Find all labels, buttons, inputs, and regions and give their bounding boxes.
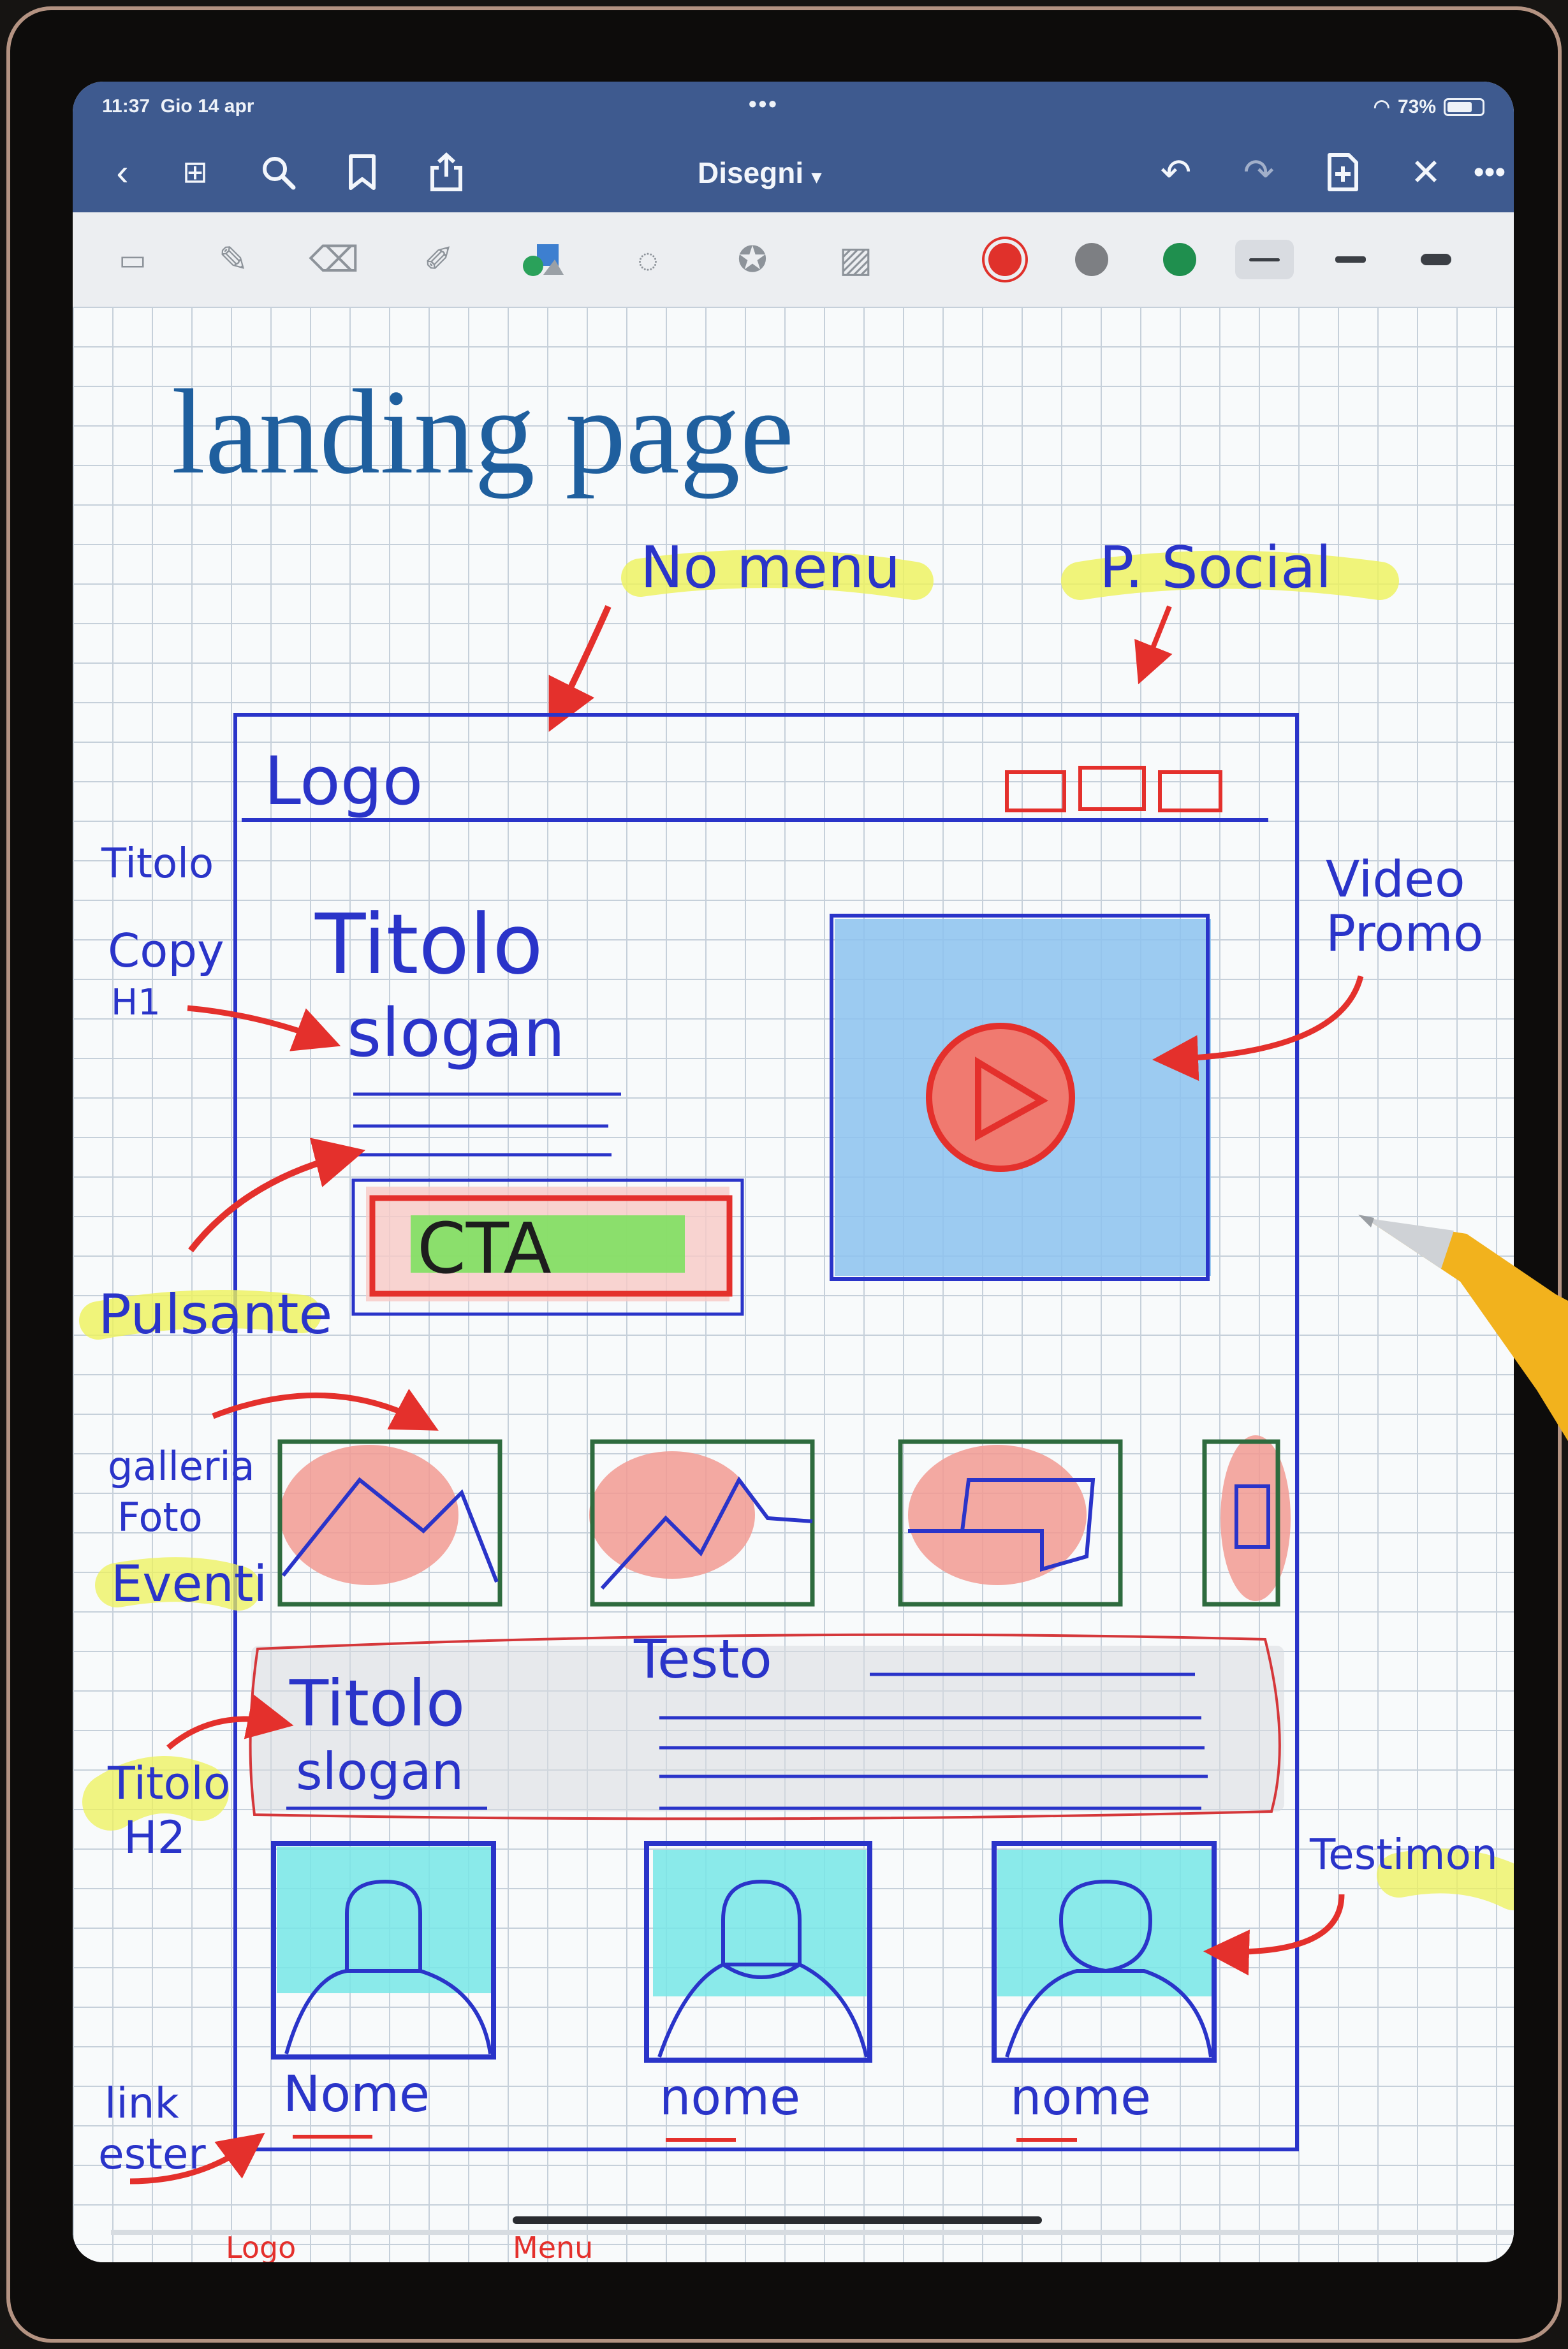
note-promo: Promo: [1326, 905, 1483, 963]
sketch-layer: landing page No menu P. Social Logo Tito…: [79, 365, 1514, 2262]
reader-mode-icon[interactable]: ▭: [119, 243, 147, 276]
note-bottom-logo: Logo: [226, 2230, 296, 2262]
back-icon[interactable]: ‹: [116, 151, 129, 193]
note-video: Video: [1326, 851, 1465, 909]
gallery-thumb-2: [589, 1439, 815, 1607]
cta-outline: [351, 1178, 744, 1316]
tablet-screen: 11:37 Gio 14 apr ••• ◠ 73% ‹ ⊞ Disegni ▾…: [73, 82, 1514, 2262]
note-h2: H2: [124, 1811, 186, 1864]
note-no-menu: No menu: [640, 534, 900, 601]
social-box-2: [1078, 766, 1146, 811]
hero-slogan: slogan: [347, 994, 565, 1072]
status-bar: 11:37 Gio 14 apr ••• ◠ 73%: [73, 82, 1514, 133]
cta-button: [369, 1195, 733, 1297]
drawing-canvas[interactable]: landing page No menu P. Social Logo Tito…: [73, 307, 1514, 2262]
h2-section-outline: [249, 1633, 1281, 1820]
note-foto: Foto: [117, 1494, 203, 1540]
sticker-icon[interactable]: ✪: [737, 239, 768, 279]
note-galleria: galleria: [108, 1443, 255, 1489]
battery-percent: 73%: [1397, 96, 1436, 117]
wifi-icon: ◠: [1373, 96, 1390, 117]
social-box-1: [1005, 770, 1066, 812]
note-titolo-left: Titolo: [101, 840, 214, 888]
note-pulsante: Pulsante: [98, 1283, 332, 1347]
gallery-thumb-1: [277, 1439, 502, 1607]
stroke-thin[interactable]: [1235, 240, 1294, 279]
note-p-social: P. Social: [1099, 534, 1331, 601]
stroke-medium[interactable]: [1321, 240, 1380, 279]
status-right: ◠ 73%: [1374, 96, 1484, 118]
search-icon[interactable]: [253, 147, 304, 198]
h2-title: Titolo: [289, 1666, 465, 1741]
color-swatch-green[interactable]: [1163, 243, 1196, 276]
redo-icon[interactable]: ↷: [1243, 152, 1275, 193]
battery-level: [1447, 101, 1472, 112]
share-icon[interactable]: [421, 147, 472, 198]
multitasking-dots[interactable]: •••: [749, 91, 779, 117]
document-title[interactable]: Disegni ▾: [698, 156, 821, 189]
color-swatch-gray[interactable]: [1075, 243, 1108, 276]
drawing-toolbar: ▭ ✎ ⌫ ✐ ◌ ✪ ▨: [73, 212, 1514, 309]
note-eventi: Eventi: [111, 1556, 267, 1613]
testimonial-name-2: nome: [659, 2069, 800, 2126]
gallery-thumb-4: [1202, 1435, 1291, 1607]
note-ester: ester: [98, 2130, 206, 2179]
testimonial-name-1: Nome: [283, 2066, 430, 2123]
status-time: 11:37 Gio 14 apr: [102, 96, 254, 117]
color-swatch-red[interactable]: [988, 243, 1022, 276]
play-circle: [926, 1023, 1075, 1172]
nav-bar: ‹ ⊞ Disegni ▾ ↶ ↷ ✕ •••: [73, 133, 1514, 212]
testimonial-card-3: [992, 1841, 1217, 2063]
social-box-3: [1158, 770, 1222, 812]
image-icon[interactable]: ▨: [839, 239, 873, 279]
note-testimon: Testimon: [1309, 1830, 1498, 1879]
grid-icon[interactable]: ⊞: [182, 156, 209, 189]
add-page-icon[interactable]: [1317, 147, 1368, 198]
h2-testo: Testo: [633, 1628, 772, 1690]
tablet-bezel: 11:37 Gio 14 apr ••• ◠ 73% ‹ ⊞ Disegni ▾…: [6, 6, 1562, 2343]
more-icon[interactable]: •••: [1473, 155, 1506, 189]
battery-icon: [1444, 98, 1484, 116]
pen-icon[interactable]: ✎: [218, 239, 249, 279]
note-h1: H1: [111, 982, 161, 1023]
note-logo: Logo: [264, 742, 423, 820]
hero-title: Titolo: [314, 896, 543, 993]
testimonial-card-2: [644, 1841, 872, 2063]
note-bottom-menu: Menu: [513, 2230, 593, 2262]
cta-label: CTA: [417, 1208, 552, 1289]
testimonial-name-3: nome: [1010, 2069, 1151, 2126]
eraser-icon[interactable]: ⌫: [309, 239, 360, 279]
stylus: [1358, 1215, 1568, 1441]
video-frame: [830, 914, 1210, 1281]
play-triangle: [975, 1057, 1049, 1141]
sketch-heading: landing page: [172, 365, 794, 499]
h2-slogan: slogan: [296, 1742, 464, 1801]
close-icon[interactable]: ✕: [1410, 152, 1442, 193]
testimonial-card-1: [271, 1841, 496, 2060]
shapes-icon[interactable]: [515, 233, 569, 286]
note-titolo-h2: Titolo: [107, 1757, 231, 1810]
home-indicator[interactable]: [513, 2216, 1042, 2224]
wireframe-frame: [233, 713, 1299, 2151]
bookmark-icon[interactable]: [337, 147, 388, 198]
highlighter-icon[interactable]: ✐: [423, 239, 454, 279]
note-copy: Copy: [108, 924, 224, 977]
gallery-thumb-3: [898, 1439, 1123, 1607]
lasso-icon[interactable]: ◌: [637, 239, 659, 280]
undo-icon[interactable]: ↶: [1160, 152, 1192, 193]
stroke-thick[interactable]: [1407, 240, 1465, 279]
note-link: link: [105, 2079, 180, 2128]
